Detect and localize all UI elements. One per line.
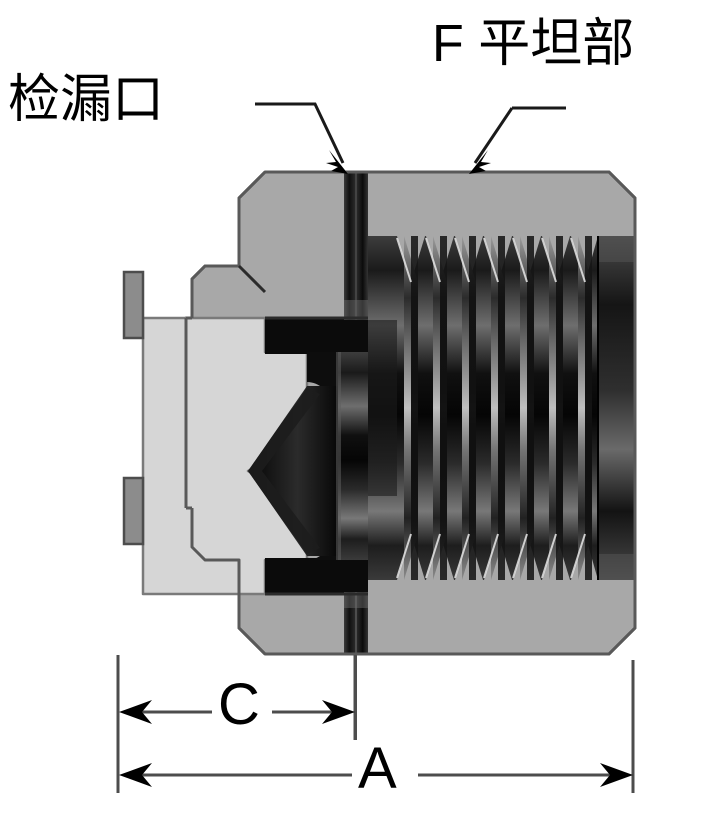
callout-leaders xyxy=(255,102,566,164)
cavity-upper-band xyxy=(265,318,368,354)
dimension-label-a: A xyxy=(358,736,397,801)
plug-end-bottom-band xyxy=(598,554,635,580)
thread-crest-highlights-lower xyxy=(396,533,586,579)
shoulder-tab-upper xyxy=(122,270,145,340)
shoulder-tabs xyxy=(122,270,145,546)
leader-leak-port xyxy=(255,102,345,164)
internal-cavity xyxy=(248,318,372,594)
plug-end-face xyxy=(598,236,635,580)
arrowhead-flat-f xyxy=(469,150,491,174)
dim-a-arrow-right xyxy=(600,763,633,787)
cavity-lower-band xyxy=(265,558,368,594)
cone-highlight xyxy=(248,388,320,554)
callout-arrowheads xyxy=(326,150,491,174)
dimension-label-c: C xyxy=(218,672,260,737)
bore-edge-highlight xyxy=(336,352,341,560)
thread-teeth xyxy=(396,236,598,580)
bore-barrel xyxy=(338,352,372,560)
section-edges xyxy=(237,264,368,596)
body-outline-overlay xyxy=(184,170,637,656)
leak-port-end-lower xyxy=(344,592,368,608)
dim-c-arrow-right xyxy=(322,700,355,724)
plug-end-top-band xyxy=(598,236,635,262)
shoulder-tab-lower xyxy=(122,476,145,546)
dimension-extension-lines xyxy=(116,655,635,793)
dimension-a xyxy=(119,763,633,787)
leak-port-channel xyxy=(344,172,368,740)
thread-root-field xyxy=(368,236,598,580)
callout-label-flat-f: F 平坦部 xyxy=(432,15,635,73)
dim-c-arrow-left xyxy=(119,700,152,724)
callout-label-leak-port: 检漏口 xyxy=(8,71,165,129)
leader-flat-f-diagonal xyxy=(473,107,514,164)
thread-runout xyxy=(368,320,397,496)
thread-crest-highlights xyxy=(396,237,586,283)
leak-port-end-upper xyxy=(344,300,368,320)
dimension-c xyxy=(119,700,355,724)
dim-a-arrow-left xyxy=(119,763,152,787)
arrowhead-leak-port xyxy=(326,150,348,174)
conical-seat xyxy=(248,386,338,556)
thread-profile xyxy=(368,236,635,580)
